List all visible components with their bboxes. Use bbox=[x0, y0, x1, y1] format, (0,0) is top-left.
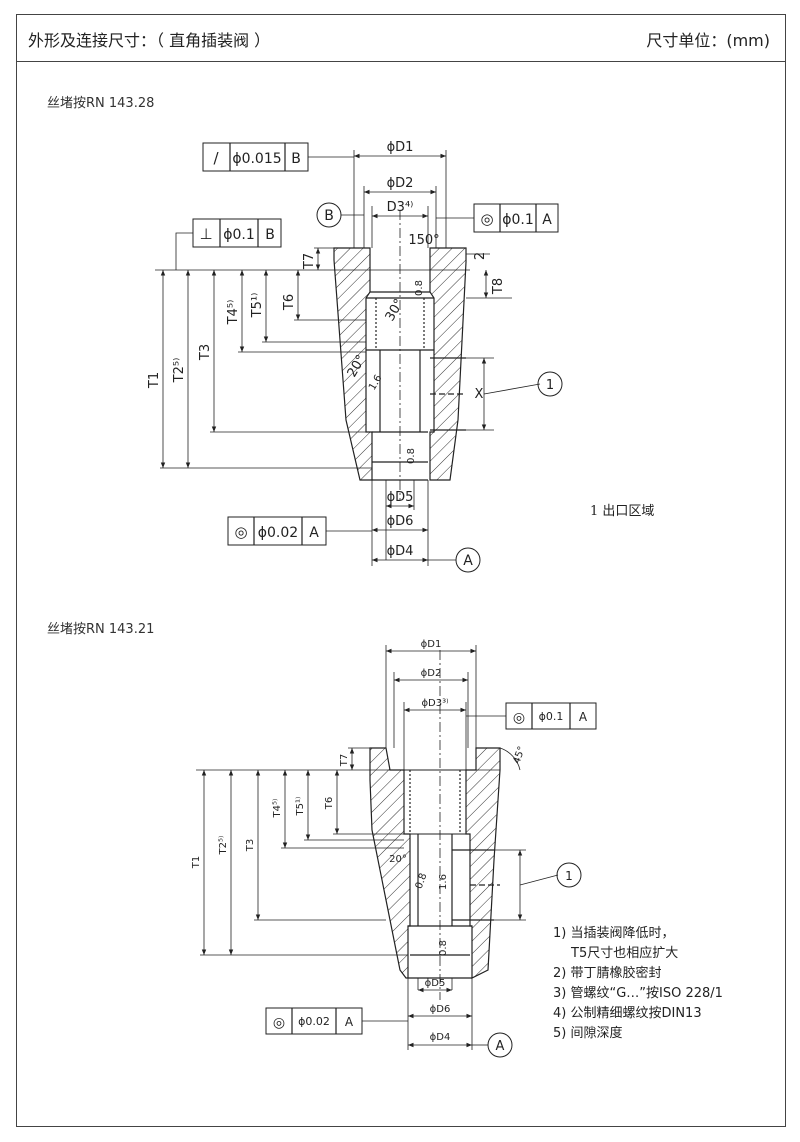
s1-concentric-top-symbol: ◎ bbox=[480, 210, 493, 228]
s2-callout-number: 1 bbox=[565, 869, 573, 883]
s1-dim-t4: T4⁵⁾ bbox=[226, 300, 241, 326]
section2-label: 丝堵按RN 143.21 bbox=[47, 622, 155, 637]
s1-concentric-bottom-datum: A bbox=[309, 525, 319, 541]
s1-dim-d2: ϕD2 bbox=[387, 176, 414, 191]
s2-roughness-a: 0.8 bbox=[414, 872, 430, 891]
note-3: 3) 管螺纹“G…”按ISO 228/1 bbox=[553, 986, 723, 1001]
s2-dim-d3: ϕD3³⁾ bbox=[421, 698, 448, 709]
s2-concentric-top-symbol: ◎ bbox=[513, 710, 525, 726]
s2-roughness-c: 1.6 bbox=[438, 874, 449, 890]
s1-dim-2: 2 bbox=[473, 252, 488, 260]
s1-datum-b: B bbox=[324, 208, 334, 224]
s2-angle-45: 45° bbox=[511, 745, 527, 765]
s1-roughness-a: 0.8 bbox=[414, 280, 425, 296]
s2-dim-d1: ϕD1 bbox=[421, 639, 442, 650]
s2-dim-d5: ϕD5 bbox=[425, 978, 446, 989]
s1-datum-a: A bbox=[463, 553, 473, 569]
s1-dim-t6: T6 bbox=[282, 294, 297, 311]
s1-concentric-bottom-symbol: ◎ bbox=[234, 523, 247, 541]
footnotes: 1) 当插装阀降低时， T5尺寸也相应扩大 2) 带丁腈橡胶密封 3) 管螺纹“… bbox=[553, 924, 723, 1044]
note-1-cont: T5尺寸也相应扩大 bbox=[571, 946, 679, 961]
section1-label: 丝堵按RN 143.28 bbox=[47, 96, 155, 111]
s1-callout-number: 1 bbox=[546, 378, 554, 393]
page-title: 外形及连接尺寸：（ 直角插装阀 ） bbox=[28, 31, 271, 50]
s2-dim-t7: T7 bbox=[339, 754, 350, 767]
s2-dim-d6: ϕD6 bbox=[430, 1004, 451, 1015]
s2-dim-d2: ϕD2 bbox=[421, 668, 442, 679]
s1-parallel-datum: B bbox=[291, 151, 301, 167]
s1-dim-t7: T7 bbox=[302, 253, 317, 270]
note-1: 1) 当插装阀降低时， bbox=[553, 926, 675, 941]
note-4: 4) 公制精细螺纹按DIN13 bbox=[553, 1006, 702, 1021]
s2-datum-a: A bbox=[496, 1039, 505, 1054]
s2-angle-20: 20° bbox=[389, 854, 407, 865]
s2-dim-t2: T2⁵⁾ bbox=[218, 836, 229, 856]
s1-angle-150: 150° bbox=[408, 233, 439, 248]
s1-dim-x: X bbox=[475, 387, 484, 402]
s2-body-right bbox=[465, 747, 501, 979]
s1-angle-30: 30° bbox=[383, 297, 408, 324]
s1-perp-value: ϕ0.1 bbox=[223, 227, 255, 243]
s1-dim-d1: ϕD1 bbox=[387, 140, 414, 155]
drawing-frame bbox=[16, 14, 786, 1127]
s2-concentric-bottom-value: ϕ0.02 bbox=[298, 1015, 330, 1028]
s1-parallel-value: ϕ0.015 bbox=[232, 151, 281, 167]
s1-dim-d3: D3⁴⁾ bbox=[387, 200, 414, 215]
s2-concentric-bottom-symbol: ◎ bbox=[273, 1015, 285, 1031]
section1-drawing bbox=[155, 142, 563, 573]
s1-perp-symbol: ⊥ bbox=[199, 225, 212, 243]
s1-concentric-bottom-value: ϕ0.02 bbox=[258, 525, 298, 541]
section2-drawing bbox=[196, 645, 597, 1058]
s2-roughness-b: 0.8 bbox=[438, 940, 449, 956]
note-5: 5) 间隙深度 bbox=[553, 1026, 623, 1041]
s1-concentric-top-datum: A bbox=[542, 212, 552, 228]
unit-label: 尺寸单位：(mm) bbox=[646, 31, 770, 50]
s1-dim-t1: T1 bbox=[147, 372, 162, 389]
s1-dim-d6: ϕD6 bbox=[387, 514, 414, 529]
s2-dim-t1: T1 bbox=[191, 856, 202, 869]
s2-dim-t3: T3 bbox=[245, 839, 256, 852]
s2-concentric-top-datum: A bbox=[579, 710, 588, 724]
note-2: 2) 带丁腈橡胶密封 bbox=[553, 966, 662, 981]
outlet-area-label: 1 出口区域 bbox=[590, 504, 655, 519]
s1-perp-datum: B bbox=[265, 227, 275, 243]
s1-body-right bbox=[429, 247, 467, 481]
s1-roughness-c: 1.6 bbox=[367, 373, 384, 392]
s2-fcf-symbols: ◎ ϕ0.1 A ◎ ϕ0.02 A A 1 bbox=[273, 710, 588, 1054]
header-bar: 外形及连接尺寸：（ 直角插装阀 ） 尺寸单位：(mm) bbox=[16, 14, 786, 62]
s2-dim-t6: T6 bbox=[324, 797, 335, 810]
s1-dim-d4: ϕD4 bbox=[387, 544, 414, 559]
s1-dim-t8: T8 bbox=[491, 278, 506, 295]
s1-roughness-b: 0.8 bbox=[406, 448, 417, 464]
s1-parallel-symbol: / bbox=[213, 149, 219, 167]
s1-concentric-top-value: ϕ0.1 bbox=[502, 212, 534, 228]
s1-fcf-symbols: / ϕ0.015 B ⊥ ϕ0.1 B ◎ ϕ0.1 A ◎ ϕ0.02 A B… bbox=[199, 149, 554, 569]
s2-dim-t4: T4⁵⁾ bbox=[272, 799, 283, 819]
s2-concentric-bottom-datum: A bbox=[345, 1015, 354, 1029]
s1-dim-t3: T3 bbox=[198, 344, 213, 361]
s2-concentric-top-value: ϕ0.1 bbox=[539, 710, 564, 723]
s1-dim-d5: ϕD5 bbox=[387, 490, 414, 505]
s2-dim-t5: T5¹⁾ bbox=[295, 797, 306, 817]
s1-dim-t5: T5¹⁾ bbox=[250, 293, 265, 319]
s2-dim-d4: ϕD4 bbox=[430, 1032, 451, 1043]
s1-dim-t2: T2⁵⁾ bbox=[172, 358, 187, 384]
s2-dim-labels: ϕD1 ϕD2 ϕD3³⁾ ϕD5 ϕD6 ϕD4 T1 T2⁵⁾ T3 T4⁵… bbox=[191, 639, 528, 1043]
